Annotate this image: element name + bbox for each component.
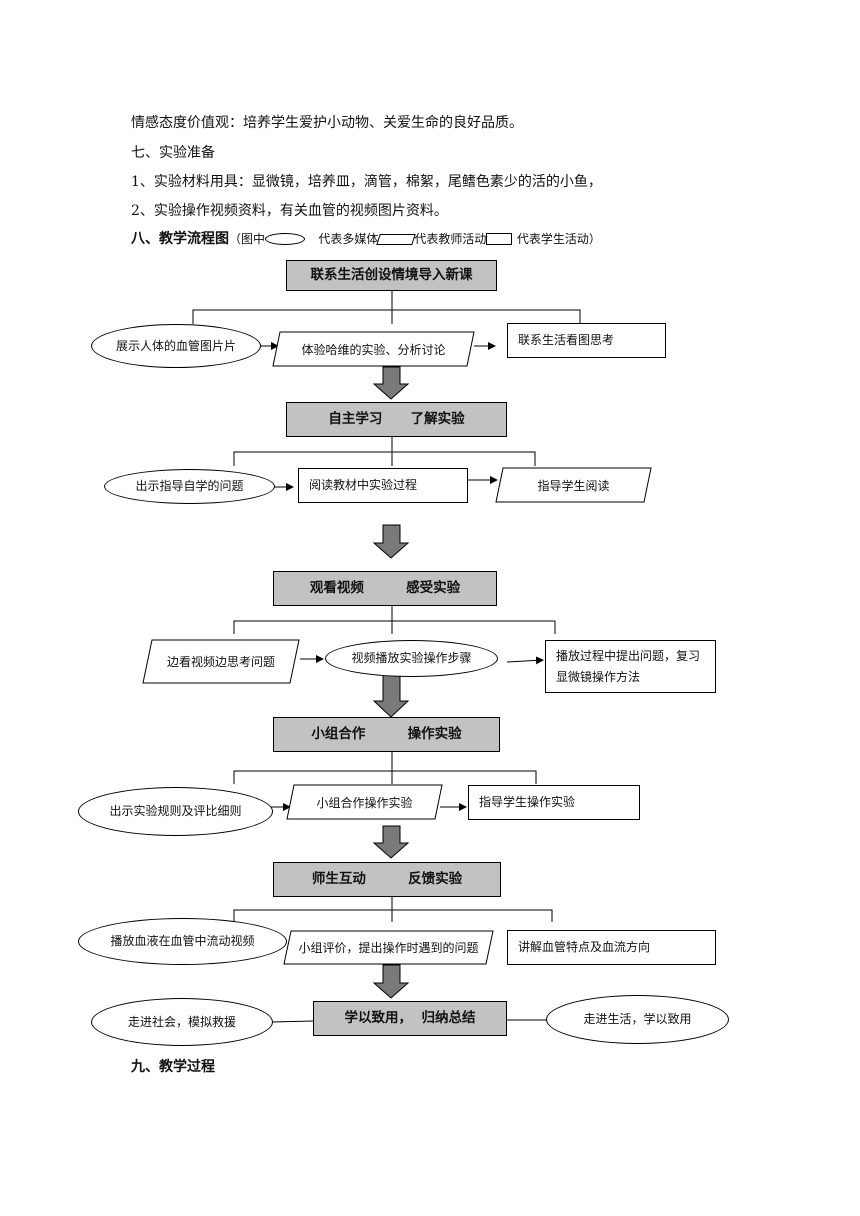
stage1-title: 联系生活创设情境导入新课 bbox=[286, 260, 497, 291]
stage2-student-node: 指导学生阅读 bbox=[495, 467, 652, 503]
legend-open: （图中 bbox=[229, 232, 266, 246]
stage4-student-node: 小组合作操作实验 bbox=[286, 784, 443, 820]
legend-parallelogram-icon bbox=[376, 233, 417, 245]
legend-student-label: 代表学生活动） bbox=[516, 232, 601, 246]
stage5-student-label: 小组评价，提出操作时遇到的问题 bbox=[298, 941, 479, 955]
section-nine-heading: 九、教学过程 bbox=[131, 1059, 215, 1075]
stage1-student-node: 体验哈维的实验、分析讨论 bbox=[272, 331, 475, 367]
legend-teacher-label: 代表教师活动 bbox=[414, 232, 487, 246]
stage2-media-node: 出示指导自学的问题 bbox=[104, 469, 275, 504]
stage5-teacher-node: 讲解血管特点及血流方向 bbox=[507, 930, 716, 965]
stage1-teacher-node: 联系生活看图思考 bbox=[507, 323, 666, 358]
stage6-left-node: 走进社会，模拟救援 bbox=[91, 998, 273, 1046]
stage6-title: 学以致用， 归纳总结 bbox=[313, 1001, 507, 1036]
stage2-student-label: 指导学生阅读 bbox=[537, 478, 610, 493]
values-line: 情感态度价值观：培养学生爱护小动物、关爱生命的良好品质。 bbox=[131, 115, 523, 131]
legend-media-label: 代表多媒体 bbox=[318, 232, 379, 246]
legend-oval-icon bbox=[265, 233, 306, 245]
flowchart-heading-line: 八、教学流程图（图中 代表多媒体 代表教师活动 代表学生活动） bbox=[131, 228, 601, 248]
stage3-media-node: 视频播放实验操作步骤 bbox=[325, 640, 498, 677]
video-materials-line: 2、实验操作视频资料，有关血管的视频图片资料。 bbox=[131, 203, 448, 219]
materials-line: 1、实验材料用具：显微镜，培养皿，滴管，棉絮，尾鳍色素少的活的小鱼， bbox=[131, 174, 602, 190]
stage4-student-label: 小组合作操作实验 bbox=[316, 795, 413, 810]
stage3-teacher-node: 播放过程中提出问题，复习显微镜操作方法 bbox=[545, 640, 716, 693]
stage3-student-node: 边看视频边思考问题 bbox=[142, 639, 300, 684]
stage5-student-node: 小组评价，提出操作时遇到的问题 bbox=[283, 930, 494, 965]
stage3-title: 观看视频 感受实验 bbox=[273, 571, 497, 606]
stage2-title: 自主学习 了解实验 bbox=[286, 402, 507, 437]
stage6-right-node: 走进生活，学以致用 bbox=[546, 995, 729, 1044]
stage3-student-label: 边看视频边思考问题 bbox=[166, 655, 275, 669]
stage2-teacher-node: 阅读教材中实验过程 bbox=[298, 468, 468, 503]
section-eight-heading: 八、教学流程图 bbox=[131, 231, 229, 247]
section-seven-heading: 七、实验准备 bbox=[131, 145, 215, 161]
stage4-teacher-node: 指导学生操作实验 bbox=[468, 785, 640, 820]
stage1-media-node: 展示人体的血管图片片 bbox=[91, 324, 261, 368]
legend-rectangle-icon bbox=[486, 233, 513, 245]
stage5-title: 师生互动 反馈实验 bbox=[273, 862, 501, 897]
stage1-student-label: 体验哈维的实验、分析讨论 bbox=[301, 342, 446, 357]
stage4-title: 小组合作 操作实验 bbox=[273, 717, 500, 752]
stage5-media-node: 播放血液在血管中流动视频 bbox=[78, 918, 287, 965]
stage4-media-node: 出示实验规则及评比细则 bbox=[78, 787, 273, 836]
